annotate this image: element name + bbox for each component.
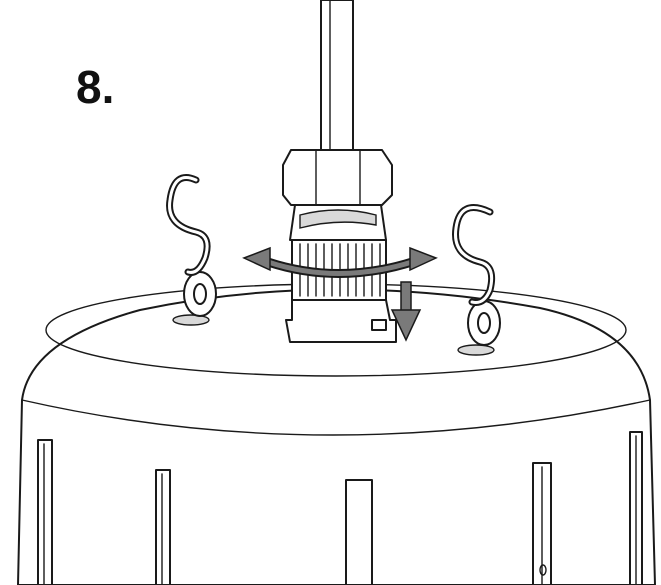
cable-gland	[282, 149, 397, 343]
s-hook-icon	[166, 174, 217, 326]
rotate-arrow-icon	[242, 246, 438, 278]
vent-slots	[37, 431, 643, 585]
step-number: 8.	[76, 61, 115, 113]
s-hook-icon	[452, 204, 501, 356]
power-cable	[320, 0, 354, 151]
down-arrow-icon	[390, 281, 422, 342]
